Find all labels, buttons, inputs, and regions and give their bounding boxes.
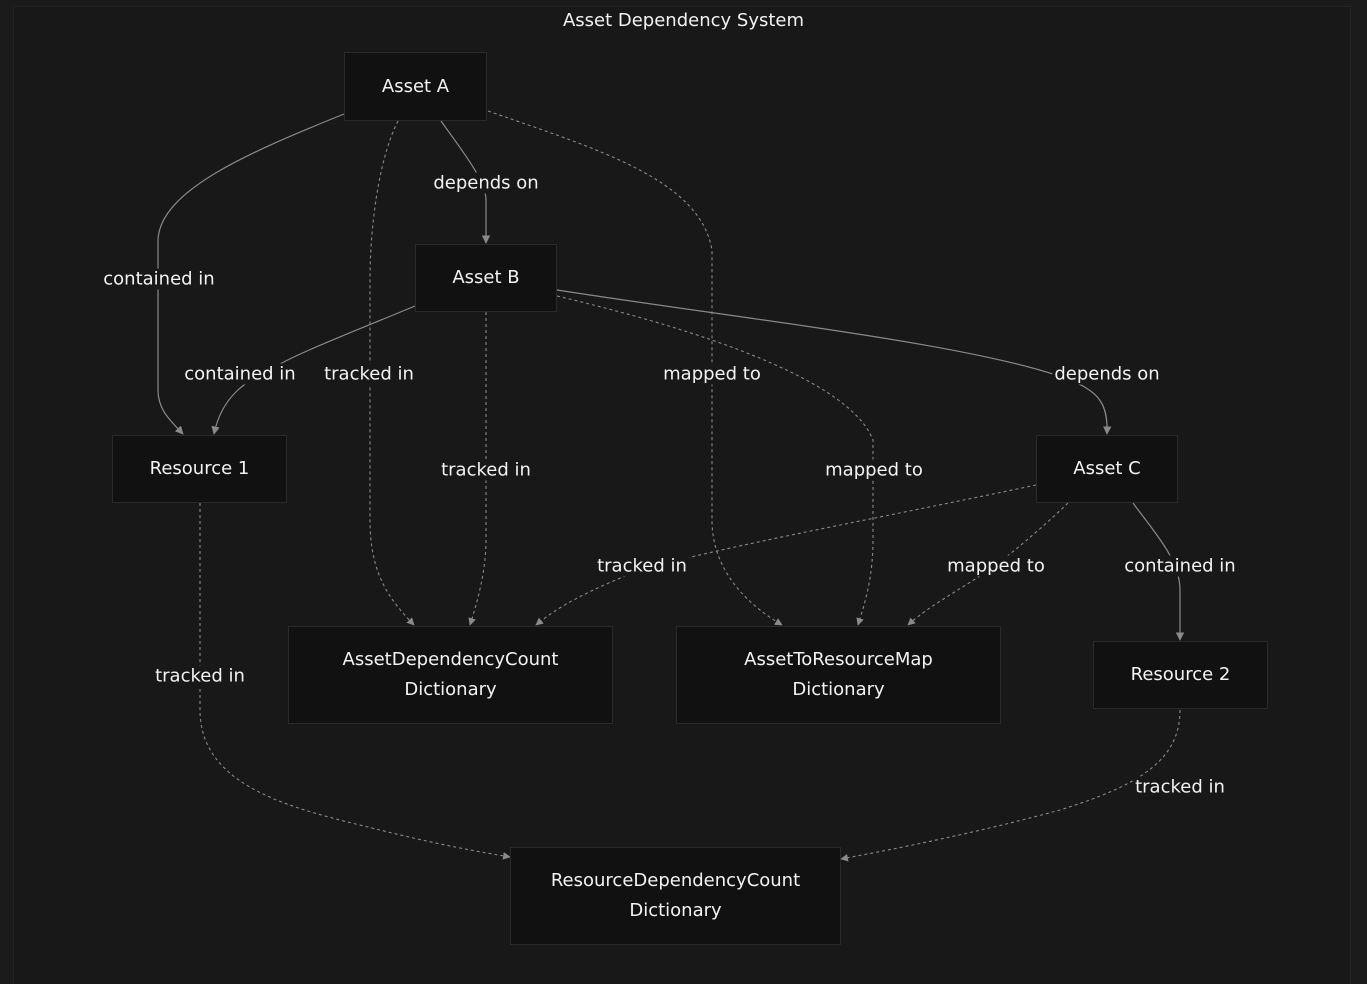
edge-label-b-contained-r1: contained in <box>182 363 298 385</box>
edge-label-r2-tracked-rdc: tracked in <box>1133 776 1227 798</box>
node-asset-b[interactable]: Asset B <box>415 244 557 312</box>
edge-a-mapped-atr <box>487 110 783 626</box>
edge-label-b-mapped-atr: mapped to <box>823 459 925 481</box>
node-resource-dependency-count[interactable]: ResourceDependencyCount Dictionary <box>510 847 841 945</box>
node-adc-label-line2: Dictionary <box>404 679 497 700</box>
edge-label-a-tracked-adc: tracked in <box>322 363 416 385</box>
edge-b-tracked-adc <box>468 312 487 626</box>
edge-r2-tracked-rdc <box>840 709 1181 862</box>
node-resource-1[interactable]: Resource 1 <box>112 435 287 503</box>
node-resource-1-label: Resource 1 <box>149 458 250 479</box>
diagram-title: Asset Dependency System <box>562 10 805 31</box>
edge-a-tracked-adc <box>369 120 415 626</box>
node-resource-2-label: Resource 2 <box>1130 664 1231 685</box>
node-rdc-label-line1: ResourceDependencyCount <box>550 870 801 891</box>
edge-label-b-depends-c: depends on <box>1052 363 1162 385</box>
edge-label-c-tracked-adc: tracked in <box>595 555 689 577</box>
edge-a-depends-b <box>440 120 491 244</box>
node-asset-a[interactable]: Asset A <box>344 52 487 121</box>
node-asset-dependency-count[interactable]: AssetDependencyCount Dictionary <box>288 626 613 724</box>
edge-label-a-depends-b: depends on <box>431 172 541 194</box>
node-asset-c[interactable]: Asset C <box>1036 435 1178 503</box>
node-asset-to-resource-map[interactable]: AssetToResourceMap Dictionary <box>676 626 1001 724</box>
edge-label-c-contained-r2: contained in <box>1122 555 1238 577</box>
node-adc-label-line1: AssetDependencyCount <box>342 649 559 670</box>
edge-label-r1-tracked-rdc: tracked in <box>153 665 247 687</box>
edge-b-depends-c <box>556 289 1112 435</box>
node-resource-2[interactable]: Resource 2 <box>1093 641 1268 709</box>
node-asset-b-label: Asset B <box>452 267 520 288</box>
edge-label-a-contained-r1: contained in <box>101 268 217 290</box>
edge-r1-tracked-rdc <box>199 503 511 860</box>
node-atr-label-line1: AssetToResourceMap <box>744 649 933 670</box>
edge-label-a-mapped-atr: mapped to <box>661 363 763 385</box>
node-atr-label-line2: Dictionary <box>792 679 885 700</box>
node-rdc-label-line2: Dictionary <box>629 900 722 921</box>
edge-label-b-tracked-adc: tracked in <box>439 459 533 481</box>
node-asset-a-label: Asset A <box>381 75 450 97</box>
edge-label-c-mapped-atr: mapped to <box>945 555 1047 577</box>
node-asset-c-label: Asset C <box>1073 458 1141 479</box>
edge-c-contained-r2 <box>1132 502 1185 641</box>
edge-a-contained-r1 <box>157 113 345 435</box>
